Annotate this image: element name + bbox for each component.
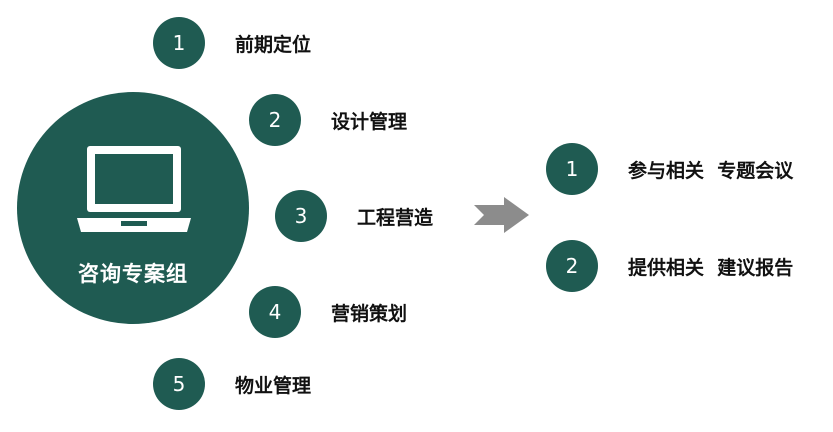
step-number-badge: 2 — [249, 94, 301, 146]
left-step-4: 4 营销策划 — [249, 286, 407, 338]
step-label: 前期定位 — [235, 33, 312, 56]
laptop-icon — [77, 146, 191, 232]
step-number-badge: 4 — [249, 286, 301, 338]
consulting-team-hub: 咨询专案组 — [17, 92, 249, 324]
step-number-badge: 1 — [153, 17, 205, 69]
left-step-5: 5 物业管理 — [153, 358, 311, 410]
step-label: 设计管理 — [331, 110, 408, 133]
right-step-2: 2 提供相关 建议报告 — [546, 240, 793, 292]
step-label: 提供相关 建议报告 — [628, 256, 794, 279]
hub-label: 咨询专案组 — [78, 262, 188, 286]
left-step-3: 3 工程营造 — [275, 190, 433, 242]
step-label: 参与相关 专题会议 — [628, 159, 794, 182]
right-step-1: 1 参与相关 专题会议 — [546, 143, 793, 195]
step-label: 营销策划 — [331, 302, 408, 325]
left-step-1: 1 前期定位 — [153, 17, 311, 69]
step-label: 工程营造 — [357, 206, 434, 229]
right-arrow-icon — [474, 197, 529, 233]
step-number-badge: 1 — [546, 143, 598, 195]
step-number-badge: 5 — [153, 358, 205, 410]
left-step-2: 2 设计管理 — [249, 94, 407, 146]
step-label: 物业管理 — [235, 374, 312, 397]
step-number-badge: 3 — [275, 190, 327, 242]
step-number-badge: 2 — [546, 240, 598, 292]
